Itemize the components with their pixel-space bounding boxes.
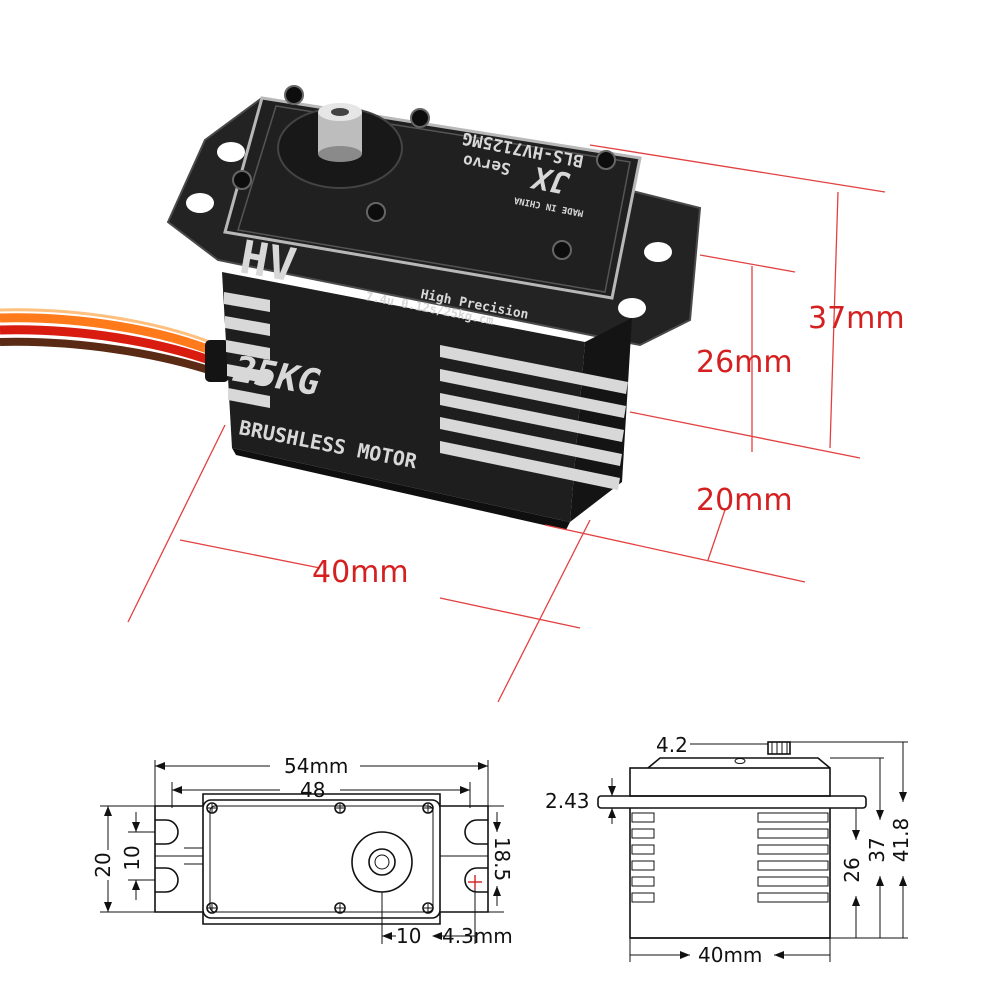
photo-dim-height-total: 37mm <box>808 301 905 336</box>
side-dim-body-length: 40mm <box>698 943 762 967</box>
side-dim-body-height: 26 <box>840 857 864 882</box>
top-dim-flange-length: 54mm <box>284 754 348 778</box>
servo-photo: JX Servo BLS-HV7125MG MADE IN CHINA HV H… <box>0 85 702 530</box>
brand-logo: JX <box>528 158 573 200</box>
top-dim-shaft-offset: 10 <box>396 924 421 948</box>
cover-screws <box>232 85 616 260</box>
side-dim-total-height: 41.8 <box>889 818 913 863</box>
side-dim-flange-thickness: 2.43 <box>545 789 590 813</box>
servo-wires <box>0 308 229 382</box>
cooling-fins-left <box>224 292 270 408</box>
side-dim-mid-height: 37 <box>865 837 889 862</box>
top-dim-hole-diameter: 4.3mm <box>442 924 513 948</box>
output-shaft <box>277 103 403 189</box>
photo-dim-depth: 20mm <box>696 483 793 518</box>
hv-badge: HV <box>236 230 300 293</box>
photo-dim-length: 40mm <box>312 555 409 590</box>
top-dim-hole-gap: 10 <box>120 845 144 870</box>
photo-dim-height-body: 26mm <box>696 345 793 380</box>
top-dim-hole-spacing: 48 <box>300 778 325 802</box>
side-dim-top-offset: 4.2 <box>656 733 688 757</box>
photo-dimension-lines <box>127 144 886 703</box>
side-view-drawing <box>597 741 908 962</box>
top-dim-width: 20 <box>91 852 115 877</box>
cooling-fins-right <box>440 345 628 490</box>
top-view-drawing <box>100 760 504 944</box>
top-dim-height-right: 18.5 <box>490 837 514 882</box>
